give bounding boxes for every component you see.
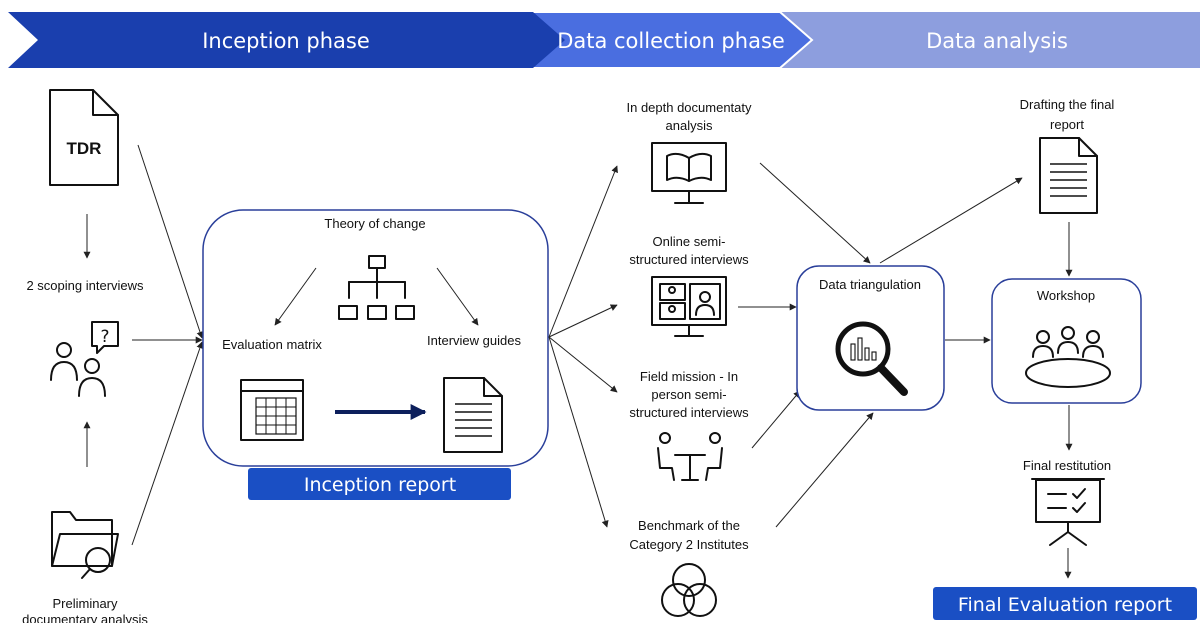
- evaluation-matrix-label: Evaluation matrix: [222, 337, 322, 352]
- in-person-meeting-icon: [657, 432, 723, 481]
- inception-report-bar: [248, 468, 511, 500]
- svg-text:?: ?: [100, 327, 109, 347]
- doc-analysis-label-line1: In depth documentaty: [626, 100, 752, 115]
- scoping-interviews-label: 2 scoping interviews: [26, 278, 144, 293]
- scoping-interview-icon: ?: [50, 321, 119, 397]
- monitor-book-icon: [651, 142, 727, 204]
- final-evaluation-report-bar: [933, 587, 1197, 620]
- folder-search-icon: [51, 511, 119, 579]
- final-restitution-label: Final restitution: [1023, 458, 1111, 473]
- drafting-label-line2: report: [1050, 117, 1084, 132]
- tdr-document-icon: TDR: [49, 89, 119, 186]
- arrow-doc-analysis-to-triangulation: [759, 162, 871, 264]
- field-mission-label-line1: Field mission - In: [640, 369, 738, 384]
- arrow-inception-to-field-mission: [548, 336, 618, 393]
- calendar-grid-icon: [240, 379, 304, 441]
- theory-of-change-label: Theory of change: [324, 216, 425, 231]
- preliminary-label-line1: Preliminary: [52, 596, 118, 611]
- arrow-inception-to-benchmark: [548, 336, 609, 528]
- final-evaluation-report-label: Final Evaluation report: [958, 594, 1172, 616]
- arrow-toc-to-evaluation-matrix: [274, 267, 317, 326]
- interview-guides-label: Interview guides: [427, 333, 521, 348]
- workshop-label: Workshop: [1037, 288, 1095, 303]
- phase-data-analysis-label: Data analysis: [926, 29, 1068, 53]
- phase-data-analysis-chevron: [770, 12, 1200, 68]
- interview-guide-document-icon: [443, 377, 503, 453]
- inception-box: [202, 209, 549, 467]
- doc-analysis-label-line2: analysis: [666, 118, 713, 133]
- tdr-label: TDR: [67, 139, 102, 158]
- benchmark-label-line2: Category 2 Institutes: [629, 537, 749, 552]
- arrow-inception-to-doc-analysis: [548, 165, 618, 338]
- org-chart-icon: [338, 255, 415, 320]
- arrow-inception-to-online-interviews: [548, 304, 618, 338]
- venn-diagram-icon: [661, 563, 717, 617]
- workshop-box: [991, 278, 1142, 404]
- arrow-field-to-triangulation: [751, 390, 801, 449]
- benchmark-label-line1: Benchmark of the: [638, 518, 740, 533]
- preliminary-label-line2: documentary analysis: [22, 612, 148, 623]
- final-report-document-icon: [1039, 137, 1098, 214]
- drafting-label-line1: Drafting the final: [1020, 97, 1115, 112]
- inception-report-label: Inception report: [304, 474, 456, 496]
- magnifier-chart-icon: [835, 321, 908, 396]
- arrow-triangulation-to-drafting: [879, 177, 1023, 264]
- field-mission-label-line3: structured interviews: [629, 405, 749, 420]
- meeting-table-icon: [1025, 326, 1111, 388]
- arrow-preliminary-to-inception: [131, 341, 204, 546]
- phase-inception-label: Inception phase: [202, 29, 370, 53]
- data-triangulation-label: Data triangulation: [819, 277, 921, 292]
- field-mission-label-line2: person semi-: [651, 387, 726, 402]
- online-interviews-label-line1: Online semi-: [653, 234, 726, 249]
- arrow-tdr-to-inception: [137, 144, 204, 339]
- video-call-icon: [651, 276, 727, 337]
- arrow-toc-to-interview-guides: [436, 267, 479, 326]
- online-interviews-label-line2: structured interviews: [629, 252, 749, 267]
- presentation-board-icon: [1031, 478, 1105, 546]
- arrow-benchmark-to-triangulation: [775, 412, 874, 528]
- phase-banner: Inception phase Data collection phase Da…: [8, 11, 1200, 69]
- phase-data-collection-label: Data collection phase: [557, 29, 785, 53]
- data-triangulation-box: [796, 265, 945, 411]
- phase-inception-chevron: [8, 12, 565, 68]
